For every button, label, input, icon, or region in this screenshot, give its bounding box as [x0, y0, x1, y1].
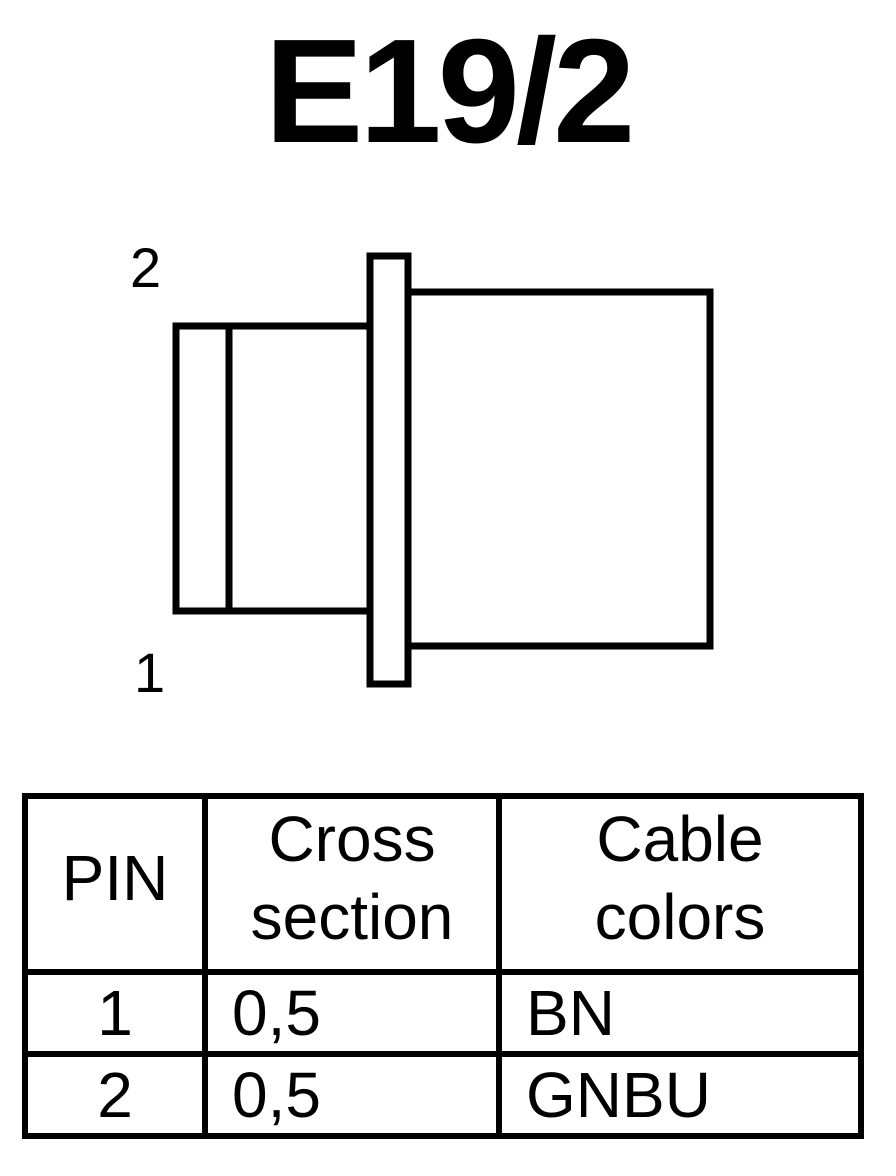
cell-cable-color: BN	[496, 969, 864, 1057]
header-cable-colors: Cable colors	[496, 793, 864, 975]
pin-label-2: 2	[130, 236, 162, 299]
connector-flange	[366, 252, 412, 688]
header-pin: PIN	[22, 793, 208, 975]
cell-cross-section: 0,5	[202, 1051, 502, 1139]
cell-cross-section: 0,5	[202, 969, 502, 1057]
diagram-title: E19/2	[264, 9, 636, 174]
cell-pin: 1	[22, 969, 208, 1057]
table-row: 2 0,5 GNBU	[22, 1051, 864, 1139]
header-cross-section: Cross section	[202, 793, 502, 975]
cell-pin: 2	[22, 1051, 208, 1139]
table-header-row: PIN Cross section Cable colors	[22, 793, 864, 975]
pin-label-1: 1	[134, 641, 166, 704]
connector-drawing	[172, 252, 714, 688]
cell-cable-color: GNBU	[496, 1051, 864, 1139]
pin-assignment-table: PIN Cross section Cable colors 1 0,5 BN …	[22, 793, 864, 1139]
connector-housing	[404, 288, 714, 650]
table-row: 1 0,5 BN	[22, 969, 864, 1057]
connector-plug-body	[172, 322, 374, 615]
